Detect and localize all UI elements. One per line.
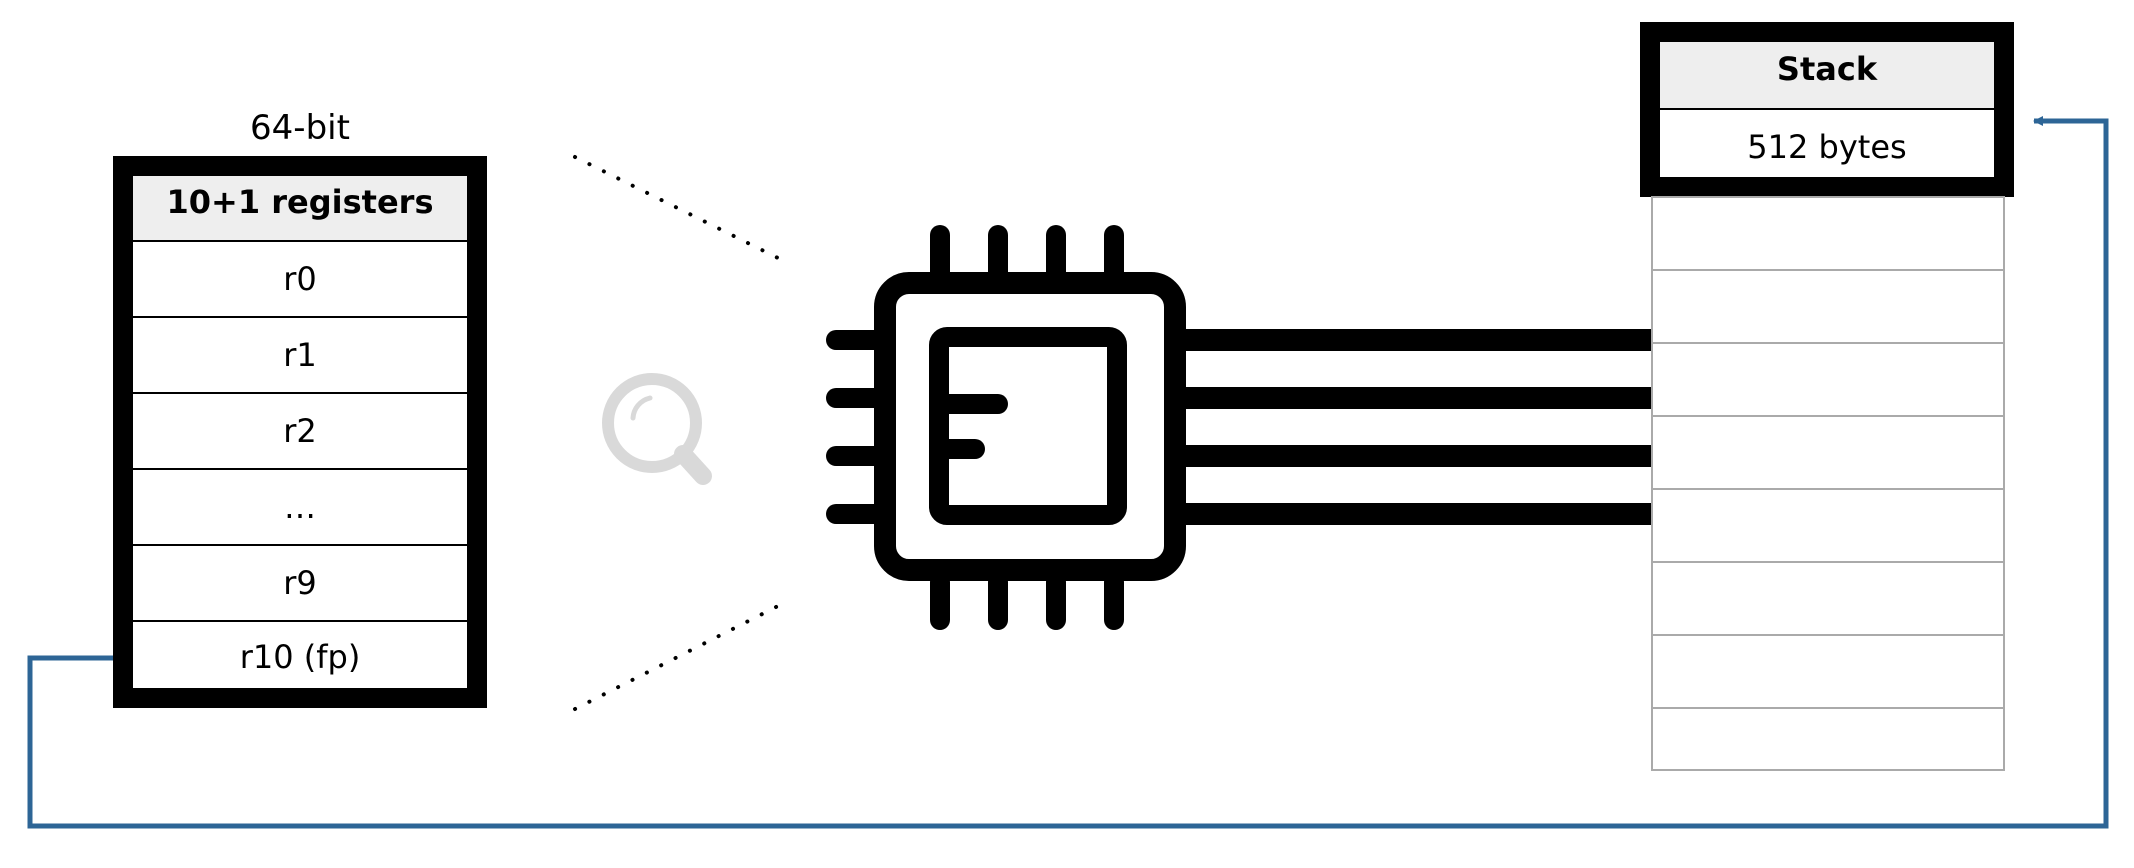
register-header-cell [133,176,467,241]
cpu-pins-top [930,225,1124,282]
stack-slot [1651,707,2005,771]
stack-slot [1651,196,2005,271]
cpu-body [874,272,1186,581]
register-width-label: 64-bit [250,108,350,148]
cpu-pins-bottom [930,572,1124,630]
stack-slot [1651,269,2005,344]
stack-header-label: Stack [1777,50,1878,88]
stack-slots [1651,196,2005,771]
register-row-r1: r1 [283,336,317,374]
register-row-r10-fp: r10 (fp) [240,638,361,676]
stack-slot [1651,488,2005,563]
register-body [133,241,467,688]
frame-pointer-arrow [27,116,2109,829]
stack-slot [1651,415,2005,490]
cpu-stack-bus-lines [1186,329,1654,525]
stack-size-cell [1660,109,1994,177]
cpu-die [929,327,1127,525]
magnifier-icon [602,373,712,485]
register-header-label: 10+1 registers [167,183,434,221]
cpu-pins-left [826,330,884,524]
stack-slot [1651,342,2005,417]
register-dividers [133,240,467,622]
zoom-line-top [573,155,780,260]
stack-slot [1651,561,2005,636]
register-row-r2: r2 [283,412,317,450]
stack-size-label: 512 bytes [1747,128,1906,166]
stack-slot [1651,634,2005,709]
zoom-dotted-lines [573,155,780,711]
stack-header-cell [1660,42,1994,109]
cpu-chip-icon [826,225,1186,630]
register-row-r0: r0 [283,260,317,298]
stack: Stack 512 bytes [1640,22,2014,771]
register-row-ellipsis: … [284,488,316,526]
register-row-r9: r9 [283,564,317,602]
register-file: 64-bit 10+1 registers r0 r1 r2 … r9 r10 … [113,108,487,708]
zoom-line-bottom [573,604,780,711]
